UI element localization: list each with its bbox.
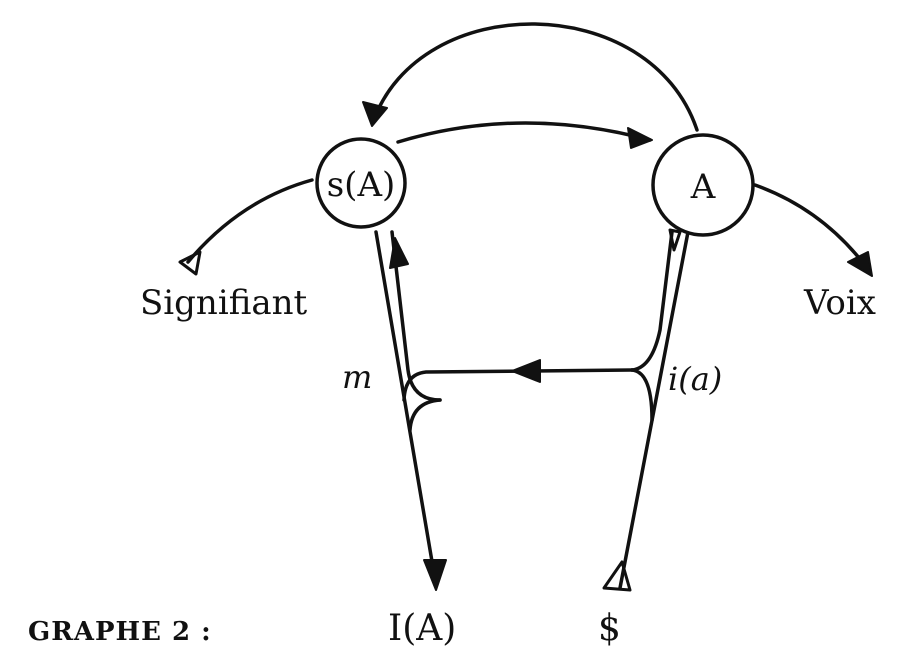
code-arc-arrowhead — [627, 127, 653, 149]
other-node-label: A — [690, 167, 716, 207]
ego-ideal-label: I(A) — [388, 608, 456, 649]
signifiant-open-arrowhead — [178, 250, 202, 276]
barred-subject-label: $ — [598, 608, 621, 649]
code-arc — [396, 121, 652, 144]
voix-label: Voix — [803, 283, 876, 323]
signified-node-label: s(A) — [327, 165, 396, 205]
retroaction-arc — [371, 22, 699, 132]
barred-subject-open-arrowhead — [602, 560, 632, 592]
connector-arrowhead — [511, 359, 541, 383]
left-down-line — [374, 230, 438, 587]
graph-caption: GRAPHE 2 : — [28, 617, 212, 647]
horizontal-connector — [402, 368, 634, 402]
image-label: i(a) — [668, 360, 722, 398]
connector-lower-curve — [408, 398, 442, 432]
down-to-ego-ideal-arrowhead — [423, 559, 447, 591]
m-label: m — [342, 358, 372, 396]
image-open-arrowhead — [668, 228, 682, 252]
signifiant-curve — [186, 178, 314, 264]
voix-arrowhead — [847, 251, 873, 277]
signified-node — [315, 137, 407, 229]
arc-arrowhead — [362, 101, 388, 127]
other-node — [651, 133, 755, 237]
right-lower-curve — [630, 368, 654, 422]
signifiant-label: Signifiant — [140, 283, 308, 323]
up-to-signified-arrowhead — [389, 237, 409, 269]
right-up-line — [618, 230, 690, 590]
